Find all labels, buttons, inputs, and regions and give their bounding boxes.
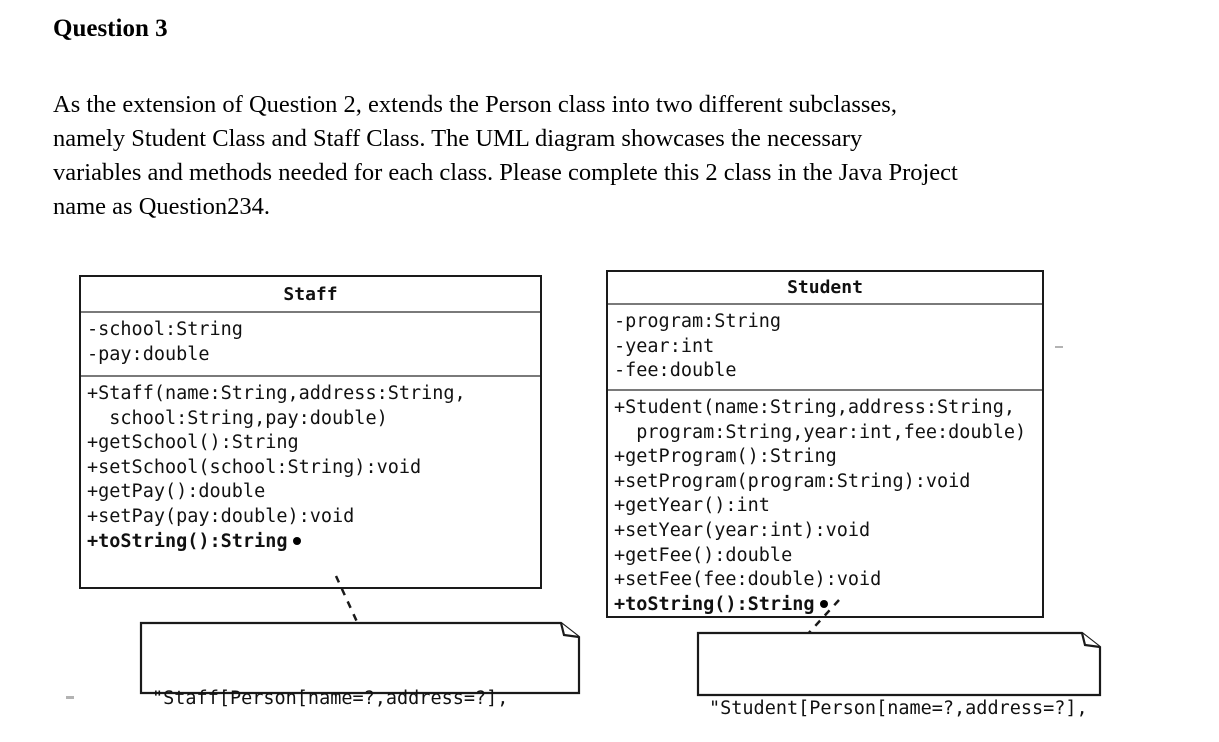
uml-attribute: -school:String — [87, 319, 243, 340]
uml-method: school:String,pay:double) — [87, 407, 388, 429]
uml-method: +getPay():double — [87, 481, 266, 503]
note-shape-student — [696, 631, 1102, 697]
uml-method: +Staff(name:String,address:String, — [87, 383, 466, 404]
uml-method: +getFee():double — [614, 544, 793, 566]
uml-note-student: "Student[Person[name=?,address=?], progr… — [696, 631, 1102, 719]
paragraph-line-3: variables and methods needed for each cl… — [53, 159, 958, 186]
note-anchor-dot-icon — [820, 599, 829, 608]
scan-artifact — [66, 696, 74, 699]
uml-methods-student: +Student(name:String,address:String, pro… — [608, 391, 1042, 622]
note-line: "Staff[Person[name=?,address=?], — [152, 688, 509, 709]
uml-attribute: -year:int — [614, 335, 715, 357]
uml-divider — [81, 311, 540, 313]
uml-method: +setProgram(program:String):void — [614, 470, 971, 492]
uml-method-label: +toString():String — [614, 593, 815, 615]
uml-method: +setSchool(school:String):void — [87, 456, 422, 478]
uml-attributes-student: -program:String -year:int -fee:double — [608, 305, 1042, 389]
uml-attribute: -program:String — [614, 311, 782, 332]
uml-method-tostring: +toString():String — [87, 530, 540, 555]
note-line: "Student[Person[name=?,address=?], — [709, 698, 1088, 719]
uml-class-name-staff: Staff — [283, 283, 338, 305]
uml-attribute: -fee:double — [614, 360, 737, 382]
uml-class-student: Student -program:String -year:int -fee:d… — [606, 270, 1044, 618]
uml-note-text-staff: "Staff[Person[name=?,address=?], school=… — [140, 622, 580, 742]
uml-attributes-staff: -school:String -pay:double — [81, 313, 540, 375]
uml-methods-staff: +Staff(name:String,address:String, schoo… — [81, 377, 540, 559]
uml-method: program:String,year:int,fee:double) — [614, 421, 1027, 443]
page-title: Question 3 — [53, 15, 168, 42]
uml-method: +getYear():int — [614, 495, 770, 517]
uml-method: +setPay(pay:double):void — [87, 505, 355, 527]
uml-note-text-student: "Student[Person[name=?,address=?], progr… — [697, 632, 1101, 742]
uml-divider — [608, 389, 1042, 391]
scan-artifact — [1055, 346, 1063, 348]
uml-class-name-student: Student — [787, 277, 863, 298]
uml-class-staff: Staff -school:String -pay:double +Staff(… — [79, 275, 542, 589]
uml-divider — [81, 375, 540, 377]
uml-method: +setYear(year:int):void — [614, 519, 871, 541]
uml-attribute: -pay:double — [87, 343, 210, 365]
uml-method-tostring: +toString():String — [614, 593, 1042, 618]
uml-method: +getProgram():String — [614, 446, 837, 468]
uml-note-staff: "Staff[Person[name=?,address=?], school=… — [139, 621, 581, 709]
uml-method: +setFee(fee:double):void — [614, 569, 882, 591]
paragraph-line-4: name as Question234. — [53, 193, 271, 220]
uml-divider — [608, 303, 1042, 305]
note-shape-staff — [139, 621, 581, 695]
question-paragraph: As the extension of Question 2, extends … — [53, 88, 1163, 224]
paragraph-line-1: As the extension of Question 2, extends … — [53, 91, 897, 118]
paragraph-line-2: namely Student Class and Staff Class. Th… — [53, 125, 863, 152]
uml-method: +Student(name:String,address:String, — [614, 397, 1015, 418]
note-anchor-dot-icon — [293, 536, 302, 545]
uml-method: +getSchool():String — [87, 432, 299, 454]
uml-method-label: +toString():String — [87, 530, 288, 552]
